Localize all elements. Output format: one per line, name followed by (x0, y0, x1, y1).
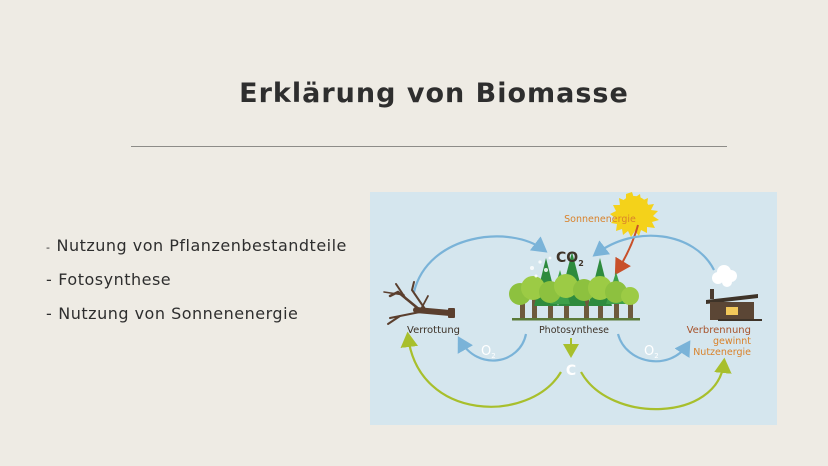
o2-right-label: O2 (644, 344, 659, 360)
smoke-icon (712, 265, 737, 287)
combustion-to-co2-arrow (592, 234, 715, 271)
bullet-text: Nutzung von Sonnenenergie (58, 304, 299, 323)
carbon-cycle-diagram: Sonnenenergie CO2 Verrottung Photosynthe… (370, 192, 777, 425)
o2-right-arrow (616, 333, 691, 363)
carbon-label: C (566, 363, 576, 379)
forest-icon (509, 252, 640, 321)
house-icon (706, 289, 762, 321)
bullet-item: -Fotosynthese (46, 270, 172, 289)
c-to-decay-arrow (400, 331, 562, 408)
sun-energy-arrow (614, 224, 639, 276)
photosynthesis-label: Photosynthese (539, 325, 609, 336)
c-to-combustion-arrow (580, 357, 732, 411)
tree-stump-icon (448, 308, 455, 318)
bullet-item: -Nutzung von Sonnenenergie (46, 304, 299, 323)
bullet-text: Fotosynthese (58, 270, 172, 289)
dead-tree-icon (383, 281, 453, 325)
o2-left-arrow (457, 333, 528, 362)
o2-left-label: O2 (481, 344, 496, 360)
co2-particles-icon (530, 256, 552, 278)
sun-icon (610, 192, 659, 237)
carbon-cycle-svg: Sonnenenergie CO2 Verrottung Photosynthe… (383, 192, 762, 411)
combustion-label: Verbrennung (687, 325, 751, 336)
title-divider (131, 146, 727, 147)
gain-label-2: Nutzenergie (693, 347, 751, 358)
decay-to-co2-arrow (412, 235, 548, 293)
bullet-item: -Nutzung von Pflanzenbestandteile (46, 236, 347, 255)
page-title: Erklärung von Biomasse (239, 78, 629, 109)
co2-label: CO2 (556, 250, 584, 268)
sun-energy-label: Sonnenenergie (564, 214, 636, 225)
decay-label: Verrottung (407, 325, 460, 336)
gain-label-1: gewinnt (713, 336, 751, 347)
bullet-list: -Nutzung von Pflanzenbestandteile -Fotos… (46, 236, 347, 338)
bullet-text: Nutzung von Pflanzenbestandteile (56, 236, 347, 255)
